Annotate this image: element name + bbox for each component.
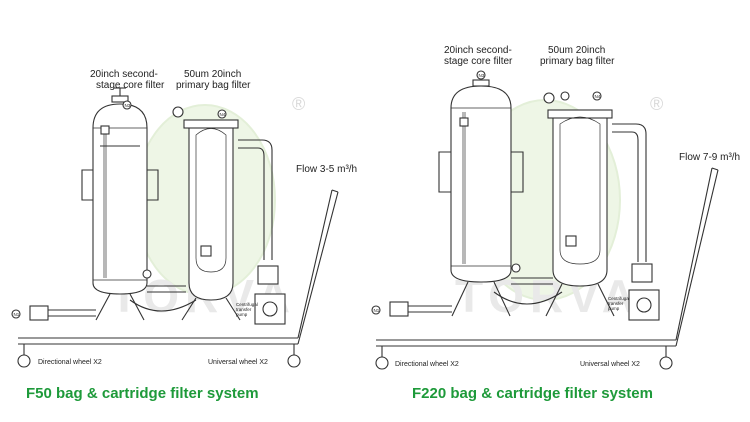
cartridge-vessel	[450, 85, 512, 283]
svg-text:transfer: transfer	[236, 307, 252, 312]
svg-text:N4: N4	[595, 94, 601, 99]
svg-text:N4: N4	[220, 112, 226, 117]
universal-wheel-label: Universal wheel X2	[580, 361, 640, 368]
universal-wheel-label: Universal wheel X2	[208, 359, 268, 366]
pump-icon	[636, 297, 652, 313]
cartridge-filter-label: 20inch second- stage core filter	[90, 69, 165, 91]
pump-icon	[262, 301, 278, 317]
flow-label: Flow 3-5 m³/h	[296, 164, 357, 175]
nozzle-marker	[122, 100, 132, 110]
f50-system: TORVA ® 20inch second- stage core filter…	[11, 69, 357, 402]
svg-text:N3: N3	[479, 73, 485, 78]
bag-filter-vessel	[552, 117, 608, 287]
svg-text:Centrifugal: Centrifugal	[236, 302, 258, 307]
gauge-icon	[172, 106, 184, 118]
gauge-icon	[543, 92, 555, 104]
system-caption: F220 bag & cartridge filter system	[412, 385, 653, 402]
directional-wheel-label: Directional wheel X2	[395, 361, 459, 368]
universal-wheel	[287, 354, 301, 368]
svg-text:transfer: transfer	[608, 301, 624, 306]
registered-mark: ®	[292, 94, 305, 114]
bag-filter-label: 50um 20inch primary bag filter	[176, 69, 251, 91]
directional-wheel	[375, 356, 389, 370]
directional-wheel	[17, 354, 31, 368]
bag-filter-label: 50um 20inch primary bag filter	[540, 45, 615, 67]
cartridge-vessel	[92, 103, 148, 295]
svg-text:pump: pump	[236, 312, 248, 317]
cartridge-filter-label: 20inch second- stage core filter	[444, 45, 515, 67]
svg-text:N1: N1	[14, 312, 20, 317]
flow-label: Flow 7-9 m³/h	[679, 152, 740, 163]
universal-wheel	[659, 356, 673, 370]
bag-filter-vessel	[188, 127, 234, 301]
f220-system: TORVA ® 20inch second- stage core filter…	[371, 45, 740, 402]
svg-text:pump: pump	[608, 306, 620, 311]
registered-mark: ®	[650, 94, 663, 114]
svg-text:N3: N3	[125, 103, 131, 108]
directional-wheel-label: Directional wheel X2	[38, 359, 102, 366]
system-caption: F50 bag & cartridge filter system	[26, 385, 259, 402]
svg-text:Centrifugal: Centrifugal	[608, 296, 630, 301]
svg-text:N1: N1	[374, 308, 380, 313]
